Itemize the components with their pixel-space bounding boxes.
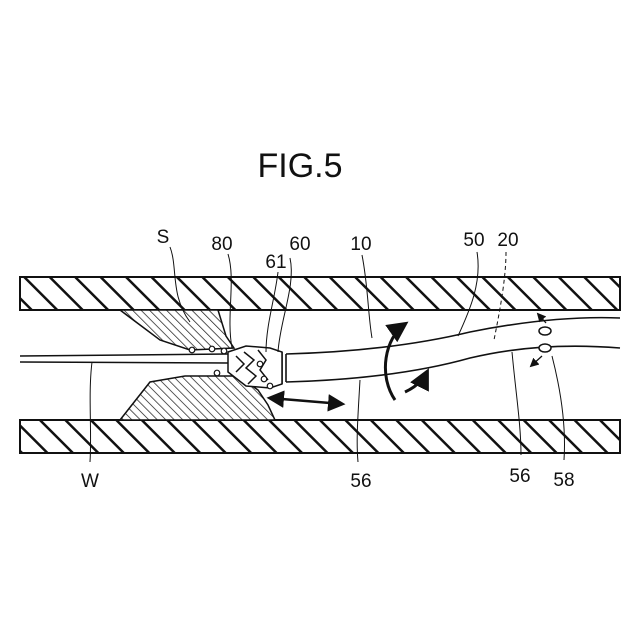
- stenosis-upper: [120, 310, 234, 350]
- label-w: W: [81, 471, 99, 492]
- label-61: 61: [265, 252, 286, 273]
- side-ports: [539, 327, 551, 352]
- label-20: 20: [497, 230, 518, 251]
- rotation-arrow: [385, 324, 427, 400]
- figure-title: FIG.5: [257, 147, 342, 185]
- label-s: S: [157, 227, 170, 248]
- catheter-sheath: [282, 318, 620, 384]
- vessel-wall-lower: [20, 420, 620, 453]
- guide-wire: [20, 354, 228, 363]
- label-58: 58: [553, 470, 574, 491]
- axial-movement-arrow: [270, 398, 342, 404]
- vessel-wall-upper: [20, 277, 620, 310]
- label-56-left: 56: [350, 471, 371, 492]
- label-50: 50: [463, 230, 484, 251]
- label-10: 10: [350, 234, 371, 255]
- label-56-right: 56: [509, 466, 530, 487]
- label-80: 80: [211, 234, 232, 255]
- label-60: 60: [289, 234, 310, 255]
